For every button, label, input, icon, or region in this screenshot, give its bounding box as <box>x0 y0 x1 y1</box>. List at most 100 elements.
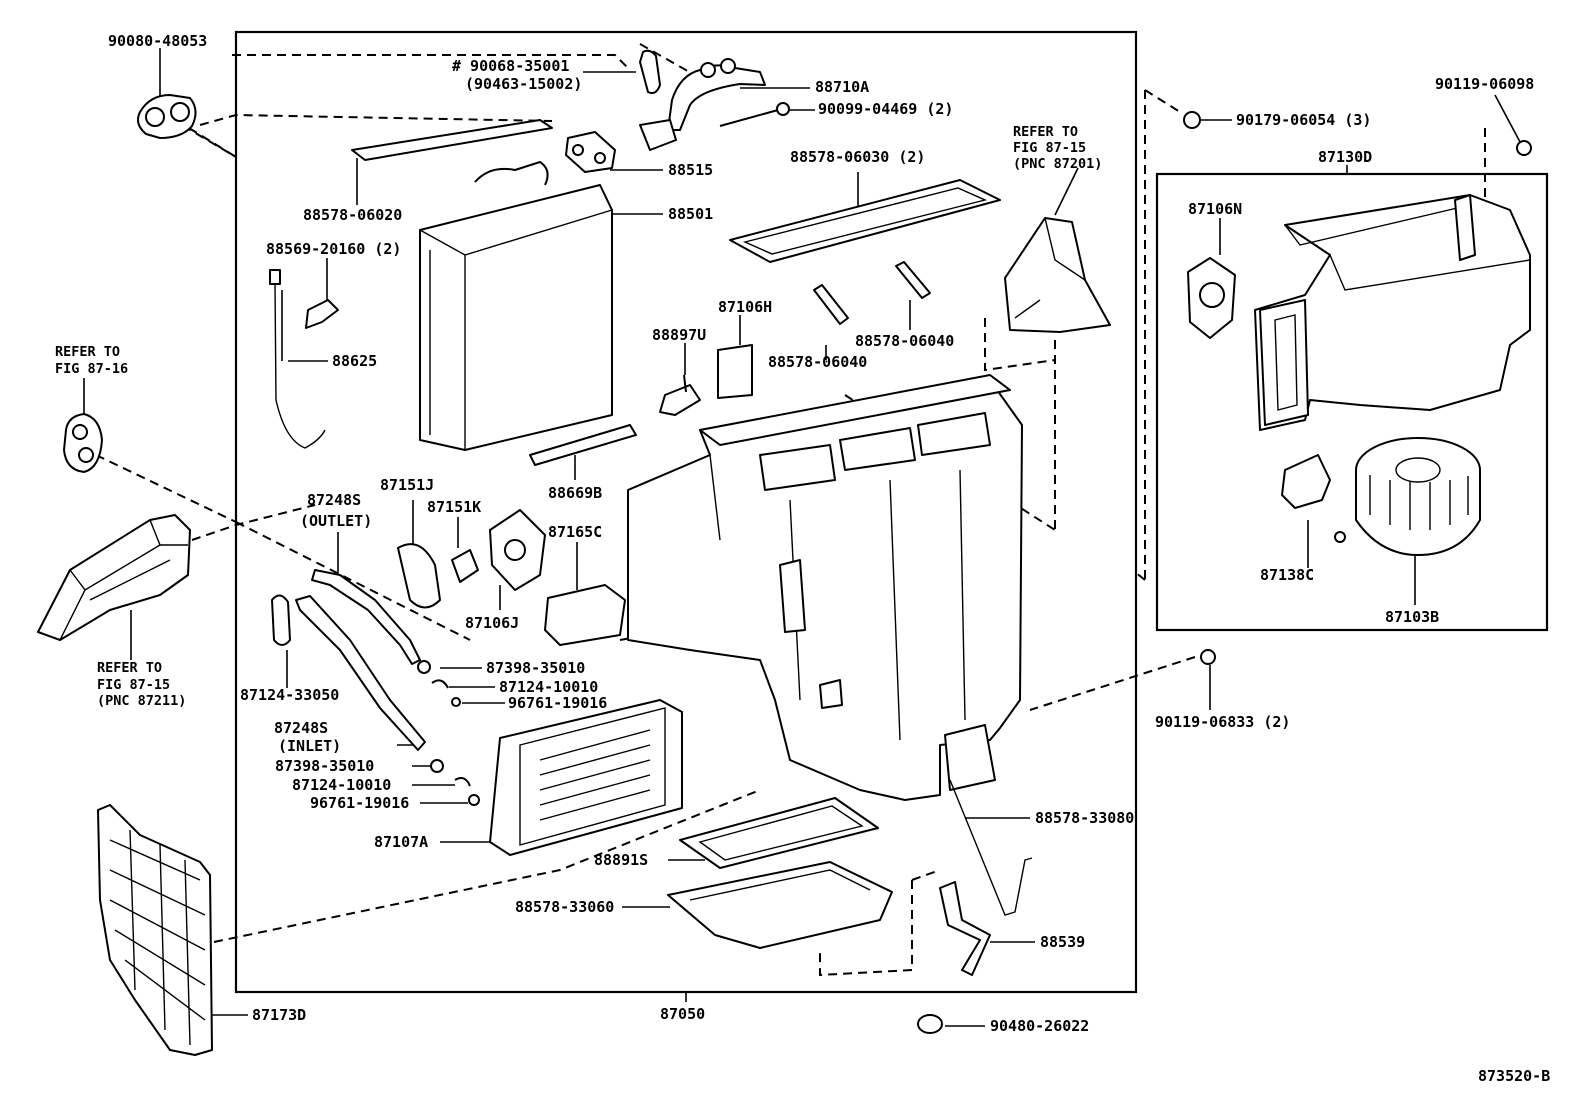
drain-hose-88578-33080-shape <box>949 779 1033 916</box>
label-88578-33080: 88578-33080 <box>1035 809 1134 827</box>
label-87151k: 87151K <box>427 498 481 516</box>
label-96761-19016-a: 96761-19016 <box>508 694 607 712</box>
grommet-90080-48053-shape <box>137 94 197 139</box>
label-87173d: 87173D <box>252 1006 306 1024</box>
evaporator-88501-shape <box>419 161 613 451</box>
link-87151k-shape <box>451 549 479 583</box>
label-87106h: 87106H <box>718 298 772 316</box>
label-87050-main-assembly: 87050 <box>660 1005 705 1023</box>
label-88710a: 88710A <box>815 78 869 96</box>
leader-lines <box>83 48 1521 1027</box>
ref-fig-87-15-right-line2: FIG 87-15 <box>1013 140 1086 156</box>
ref-fig-87-15-left-line2: FIG 87-15 <box>97 677 170 693</box>
pipe-87248s-inlet-shape <box>295 595 426 751</box>
ref-fig-87-15-left-line1: REFER TO <box>97 660 162 676</box>
clip-87124-33050-shape <box>271 594 291 646</box>
resistor-87165c-shape <box>544 584 626 646</box>
label-88625: 88625 <box>332 352 377 370</box>
pipe-88710a-shape <box>639 58 766 151</box>
label-88578-06030: 88578-06030 (2) <box>790 148 925 166</box>
label-87124-10010-b: 87124-10010 <box>292 776 391 794</box>
grommet-left-shape <box>63 413 103 473</box>
expansion-valve-88515-shape <box>565 131 616 173</box>
label-87398-35010-a: 87398-35010 <box>486 659 585 677</box>
label-87248s-inlet: 87248S <box>274 719 328 737</box>
label-88539: 88539 <box>1040 933 1085 951</box>
label-87398-35010-b: 87398-35010 <box>275 757 374 775</box>
right-duct-shape <box>1004 217 1111 333</box>
seal-88578-06040-a-shape <box>813 284 849 325</box>
heater-unit-case-87050-shape <box>627 374 1023 801</box>
figure-id: 873520-B <box>1478 1067 1550 1085</box>
pipe-87248s-outlet-shape <box>311 569 421 665</box>
block-87106h-shape <box>717 344 753 399</box>
lever-87151j-shape <box>397 543 441 609</box>
ref-fig-87-16-line1: REFER TO <box>55 344 120 360</box>
label-87248s-inlet-note: (INLET) <box>278 737 341 755</box>
label-90080-48053: 90080-48053 <box>108 32 207 50</box>
filter-88891s-shape <box>679 797 879 869</box>
label-88501: 88501 <box>668 205 713 223</box>
ref-fig-87-15-left-line3: (PNC 87211) <box>97 693 186 709</box>
label-87106j: 87106J <box>465 614 519 632</box>
label-87106n: 87106N <box>1188 200 1242 218</box>
connector-88897u-shape <box>659 374 701 416</box>
grommet-90480-26022-shape <box>917 1014 943 1034</box>
heater-core-87107a-shape <box>489 699 683 856</box>
label-87103b: 87103B <box>1385 608 1439 626</box>
blower-motor-87103b-shape <box>1355 437 1481 556</box>
label-90179-06054: 90179-06054 (3) <box>1236 111 1371 129</box>
label-87165c: 87165C <box>548 523 602 541</box>
blower-assembly-frame <box>1155 172 1549 632</box>
label-87130d-blower-assembly: 87130D <box>1318 148 1372 166</box>
resistor-87138c-shape <box>1281 454 1346 543</box>
screw-90119-06833-shape <box>1200 649 1216 665</box>
cover-88578-33060-shape <box>667 861 893 949</box>
servo-87106n-shape <box>1187 257 1236 339</box>
seal-88578-06030-shape <box>729 179 1001 263</box>
label-87248s-outlet-note: (OUTLET) <box>300 512 372 530</box>
seal-88578-06020-shape <box>351 119 553 161</box>
servo-87106j-shape <box>489 509 546 591</box>
label-88669b: 88669B <box>548 484 602 502</box>
screw-90119-06098-shape <box>1516 140 1532 156</box>
label-90119-06098: 90119-06098 <box>1435 75 1534 93</box>
label-88578-06040-b: 88578-06040 <box>855 332 954 350</box>
label-87124-33050: 87124-33050 <box>240 686 339 704</box>
label-87138c: 87138C <box>1260 566 1314 584</box>
label-88578-33060: 88578-33060 <box>515 898 614 916</box>
part-labels: 90080-48053 # 90068-35001 (90463-15002) … <box>108 32 1550 1085</box>
blower-case-87130d-shape <box>1254 194 1531 431</box>
label-90099-04469: 90099-04469 (2) <box>818 100 953 118</box>
oring-90068-35001-shape <box>639 49 661 95</box>
label-87151j: 87151J <box>380 476 434 494</box>
reference-notes: REFER TO FIG 87-16 REFER TO FIG 87-15 (P… <box>55 124 1102 709</box>
ref-fig-87-15-right-line1: REFER TO <box>1013 124 1078 140</box>
hose-clips-shape <box>417 660 480 806</box>
label-90463-15002: (90463-15002) <box>465 75 582 93</box>
label-88578-06020: 88578-06020 <box>303 206 402 224</box>
label-88578-06040-a: 88578-06040 <box>768 353 867 371</box>
panel-87173d-shape <box>97 804 213 1056</box>
label-87248s-outlet: 87248S <box>307 491 361 509</box>
label-87124-10010-a: 87124-10010 <box>499 678 598 696</box>
label-88897u: 88897U <box>652 326 706 344</box>
left-duct-shape <box>37 514 191 641</box>
label-88891s: 88891S <box>594 851 648 869</box>
label-87107a: 87107A <box>374 833 428 851</box>
label-90119-06833: 90119-06833 (2) <box>1155 713 1290 731</box>
label-88569-20160: 88569-20160 (2) <box>266 240 401 258</box>
drain-hose-88539-shape <box>939 881 991 976</box>
thermistor-88625-shape <box>269 269 339 449</box>
bolt-90099-04469-shape <box>719 102 790 127</box>
seal-88578-06040-b-shape <box>895 261 931 299</box>
label-90068-35001: # 90068-35001 <box>452 57 569 75</box>
ref-fig-87-15-right-line3: (PNC 87201) <box>1013 156 1102 172</box>
nut-90179-06054-shape <box>1183 111 1201 129</box>
alignment-lines <box>95 43 1486 977</box>
label-90480-26022: 90480-26022 <box>990 1017 1089 1035</box>
label-96761-19016-b: 96761-19016 <box>310 794 409 812</box>
label-88515: 88515 <box>668 161 713 179</box>
ref-fig-87-16-line2: FIG 87-16 <box>55 361 128 377</box>
